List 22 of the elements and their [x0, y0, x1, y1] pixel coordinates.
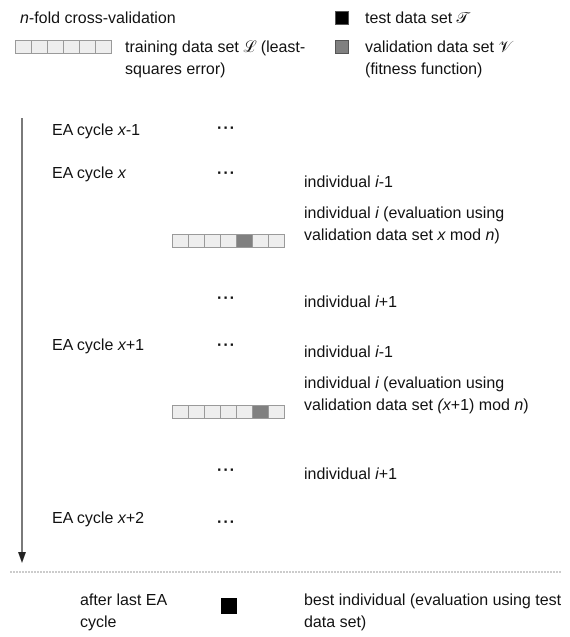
text-label: n-fold cross-validation — [20, 9, 176, 29]
ellipsis: ··· — [217, 119, 236, 139]
text-label: after last EA cycle — [80, 591, 168, 633]
text-label: individual i (evaluation using validation data set (x+1) mod n) — [304, 374, 530, 416]
text-label: EA cycle x+1 — [52, 336, 144, 356]
ellipsis: ··· — [217, 164, 236, 184]
text-label: best individual (evaluation using test data set) — [304, 591, 562, 633]
text-label: individual i-1 — [304, 173, 393, 193]
text-label: EA cycle x+2 — [52, 509, 144, 529]
text-label: individual i+1 — [304, 465, 397, 485]
text-label: individual i+1 — [304, 293, 397, 313]
ellipsis: ··· — [217, 461, 236, 481]
legend-text: test data set 𝒯 — [365, 9, 472, 29]
ellipsis: ··· — [217, 289, 236, 309]
text-label: EA cycle x — [52, 164, 126, 184]
ellipsis: ··· — [217, 336, 236, 356]
legend-text: validation data set 𝒱 (fitness function) — [365, 38, 514, 80]
legend-text: training data set ℒ (least-squares error) — [125, 38, 306, 80]
text-label: EA cycle x-1 — [52, 121, 140, 141]
text-label: individual i-1 — [304, 343, 393, 363]
ellipsis: ··· — [217, 513, 236, 533]
text-label: individual i (evaluation using validation data set x mod n) — [304, 204, 506, 246]
